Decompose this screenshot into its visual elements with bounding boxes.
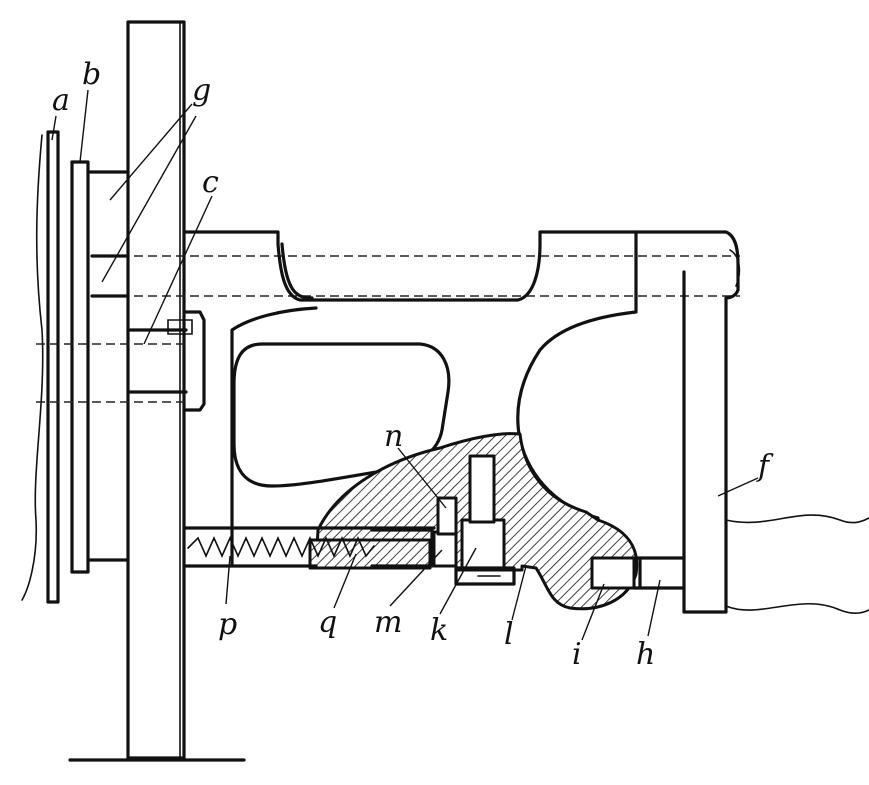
leader-h	[647, 579, 661, 637]
label-k: k	[430, 613, 448, 648]
upper-shaft-dashes	[92, 255, 740, 297]
arm-f-wave-top	[725, 514, 869, 524]
spring-p	[187, 536, 375, 558]
label-f: f	[756, 449, 774, 484]
label-b: b	[82, 57, 101, 92]
leader-b	[79, 89, 89, 163]
stud-n	[436, 496, 458, 536]
leader-m	[389, 549, 443, 607]
upper-pin	[468, 454, 496, 524]
housing-top-recess	[280, 242, 314, 300]
leader-l	[511, 565, 527, 621]
bolt-head-c	[184, 310, 206, 412]
plunger-q-section	[308, 538, 432, 570]
label-i: i	[572, 637, 582, 672]
pin-m	[432, 530, 458, 568]
label-h: h	[636, 637, 655, 672]
pin-i	[590, 556, 636, 590]
label-a: a	[52, 83, 70, 118]
label-c: c	[202, 165, 219, 200]
upper-g-block	[90, 254, 130, 298]
label-p: p	[218, 607, 237, 642]
label-m: m	[374, 605, 402, 640]
leader-p	[225, 555, 231, 605]
housing-window	[232, 342, 451, 488]
pin-k-head	[454, 566, 516, 586]
label-n: n	[384, 419, 403, 454]
leader-q	[333, 553, 357, 609]
label-g: g	[192, 73, 211, 108]
label-q: q	[318, 605, 337, 640]
leader-f	[717, 477, 759, 497]
main-frame-plate	[126, 20, 186, 760]
left-cable-line	[21, 134, 44, 601]
disc-a	[46, 130, 60, 604]
leader-i	[581, 583, 605, 641]
leader-c	[143, 195, 213, 345]
label-l: l	[504, 617, 514, 652]
bolt-head-c-slot	[167, 319, 193, 335]
leader-g2	[101, 115, 197, 283]
rod-p	[184, 526, 436, 568]
leader-n	[397, 447, 447, 509]
housing-inner-left	[230, 306, 318, 567]
arm-f-right-edge	[729, 249, 741, 287]
hub-b	[70, 160, 90, 574]
hub-b-boss	[86, 170, 130, 562]
arm-f-bracket	[634, 230, 740, 614]
arm-f-wave-bottom	[725, 602, 869, 614]
leader-g1	[109, 103, 193, 201]
leader-a	[51, 115, 57, 141]
spring-seat	[370, 528, 434, 568]
lower-shaft-dashes	[36, 343, 186, 403]
leader-k	[439, 547, 477, 615]
